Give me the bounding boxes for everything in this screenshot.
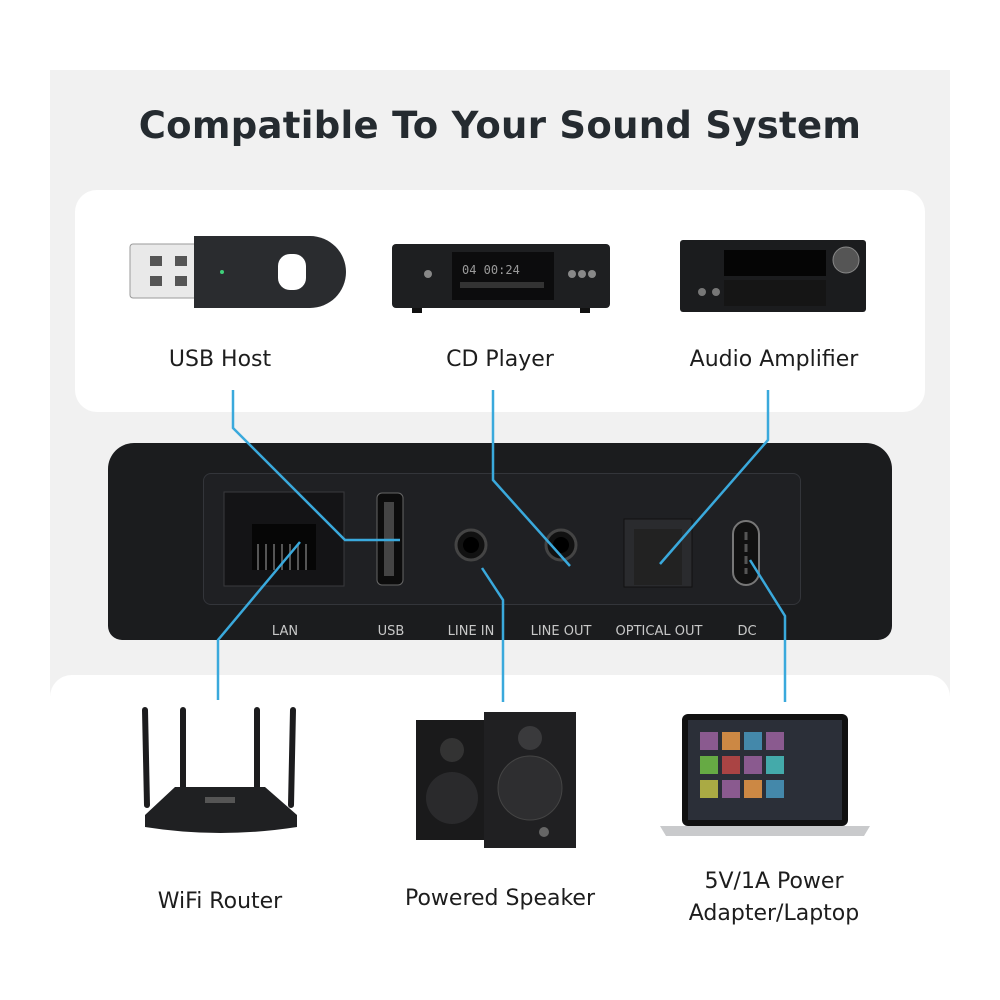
port-label-dc: DC	[737, 624, 757, 639]
line-in-port-icon[interactable]	[454, 528, 488, 562]
line-usb-host	[231, 390, 400, 542]
streamer-device-rear: LAN USB LINE IN LINE OUT OPTICAL OUT DC	[108, 443, 892, 640]
usb-host-label: USB Host	[168, 347, 272, 372]
port-label-usb: USB	[377, 624, 405, 639]
cd-player-icon: 04 00:24	[392, 244, 610, 313]
dc-usb-c-port-icon[interactable]	[732, 520, 762, 588]
cd-display-text: 04 00:24	[462, 263, 520, 277]
laptop-label: 5V/1A Power Adapter/Laptop	[654, 866, 894, 930]
audio-amplifier-label: Audio Amplifier	[689, 347, 859, 372]
port-label-line-in: LINE IN	[447, 624, 495, 639]
line-out-port-icon[interactable]	[544, 528, 578, 562]
port-label-lan: LAN	[271, 624, 299, 639]
line-router	[216, 541, 301, 700]
port-label-line-out: LINE OUT	[530, 624, 592, 639]
line-amplifier	[659, 390, 770, 565]
optical-out-port-icon[interactable]	[623, 518, 694, 589]
port-panel: LAN USB LINE IN LINE OUT OPTICAL OUT DC	[203, 473, 801, 639]
line-speaker	[480, 567, 505, 702]
powered-speaker-label: Powered Speaker	[404, 886, 595, 911]
cd-player-label: CD Player	[446, 347, 554, 372]
page-title: Compatible To Your Sound System	[138, 104, 862, 147]
lan-port-icon[interactable]	[223, 491, 346, 588]
laptop-label-line2: Adapter/Laptop	[688, 901, 860, 926]
port-label-optical-out: OPTICAL OUT	[615, 624, 703, 639]
laptop-icon	[660, 714, 870, 836]
laptop-label-line1: 5V/1A Power	[704, 869, 844, 894]
speakers-icon	[416, 712, 576, 848]
router-icon	[142, 707, 297, 833]
line-laptop	[748, 559, 787, 702]
av-receiver-icon	[680, 240, 866, 312]
wifi-router-label: WiFi Router	[157, 889, 283, 914]
line-cd-player	[491, 390, 571, 567]
usb-dongle-icon	[129, 236, 346, 308]
